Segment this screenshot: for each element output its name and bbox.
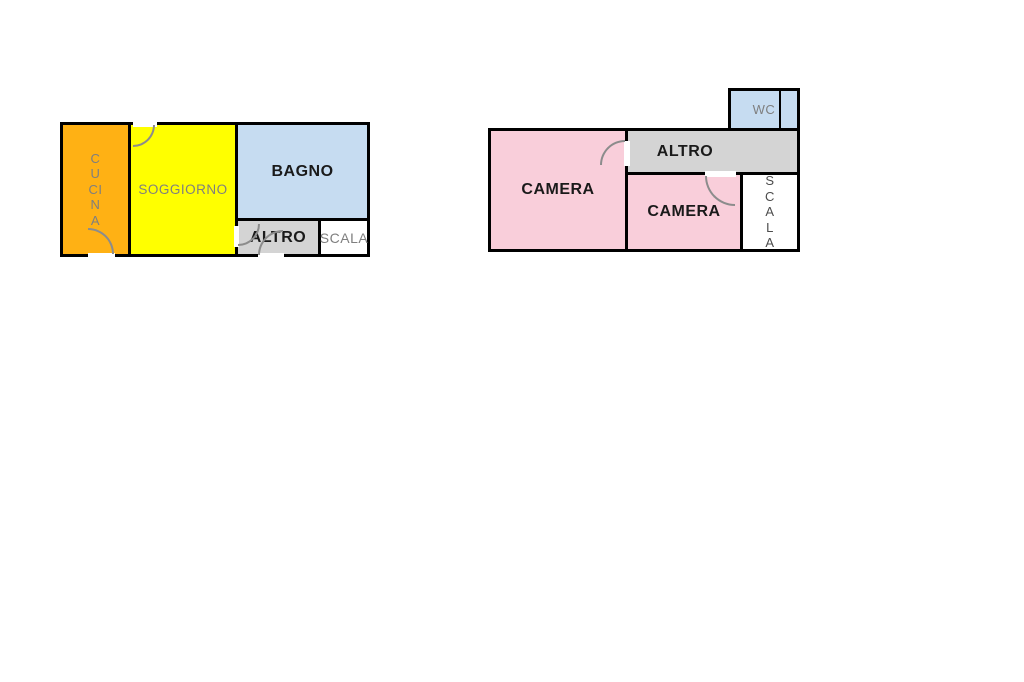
room-label-scala-right-plan: SCALA <box>765 173 775 251</box>
door-opening <box>258 253 284 259</box>
room-wc: WC <box>728 88 800 131</box>
room-label-camera-right: CAMERA <box>647 203 721 220</box>
room-soggiorno: SOGGIORNO <box>128 122 238 257</box>
room-label-scala-left-plan: SCALA <box>319 229 369 246</box>
room-label-cucina: CUCINA <box>88 150 103 228</box>
door-opening <box>624 141 630 166</box>
room-label-bagno: BAGNO <box>271 162 334 180</box>
room-label-soggiorno: SOGGIORNO <box>138 182 228 197</box>
room-altro-right-plan: ALTRO <box>625 128 800 175</box>
door-opening <box>234 226 239 247</box>
room-camera-right: CAMERA <box>625 172 743 252</box>
door-opening <box>88 253 115 259</box>
room-bagno: BAGNO <box>235 122 370 221</box>
door-opening <box>133 121 157 127</box>
room-label-camera-left: CAMERA <box>521 181 595 198</box>
wc-inner-wall <box>779 91 781 128</box>
room-scala-left-plan: SCALA <box>318 218 370 257</box>
door-opening <box>705 171 736 177</box>
room-label-wc: WC <box>752 102 776 117</box>
room-scala-right-plan: SCALA <box>740 172 800 252</box>
room-label-altro-right-plan: ALTRO <box>656 142 714 160</box>
